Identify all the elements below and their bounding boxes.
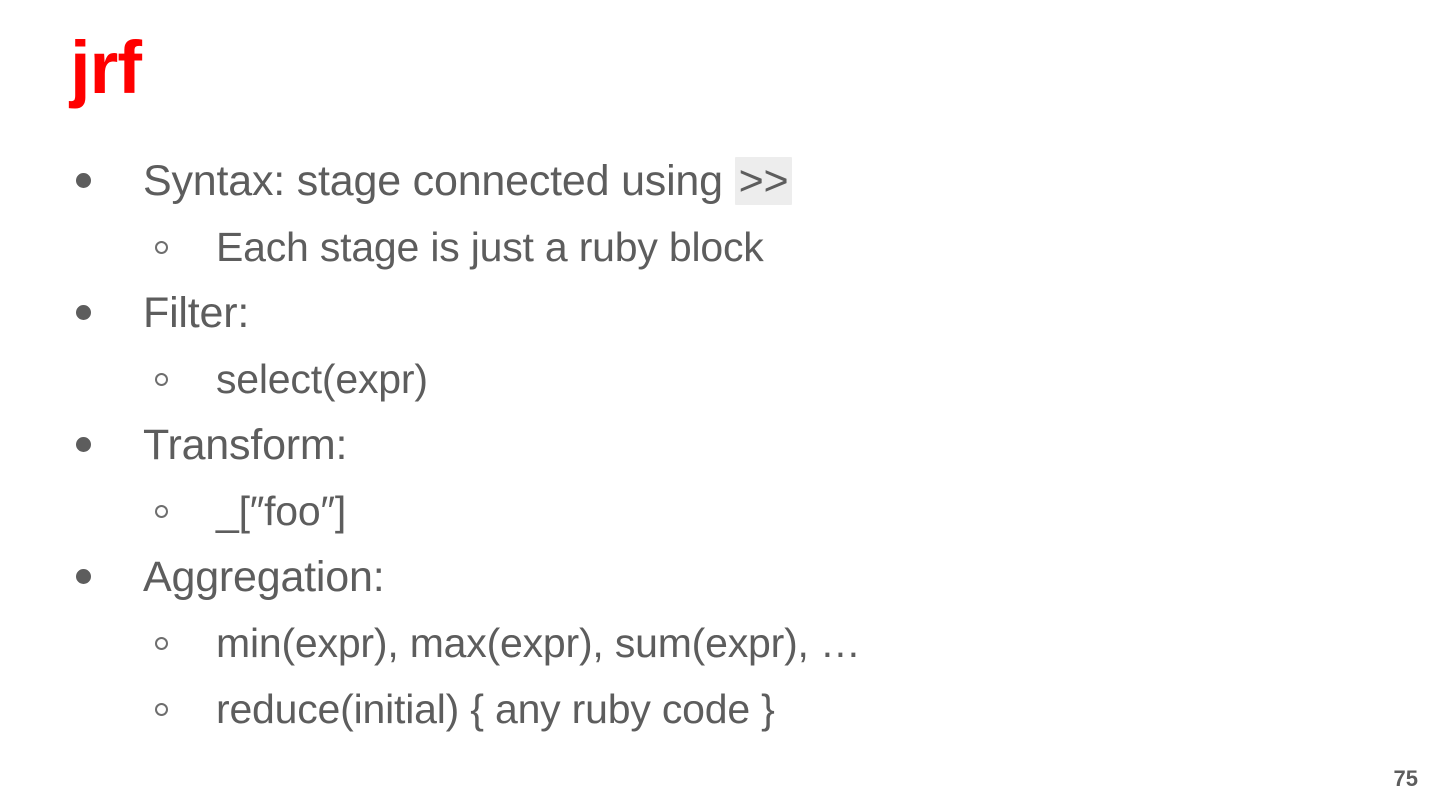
bullet-circle-icon: [70, 214, 216, 280]
bullet-disc-icon: [70, 280, 143, 346]
list-item: Transform:: [70, 412, 1370, 478]
list-item: Syntax: stage connected using >>: [70, 148, 1370, 214]
list-item-label: reduce(initial) { any ruby code }: [216, 686, 775, 732]
list-item-label: min(expr), max(expr), sum(expr), …: [216, 620, 861, 666]
list-item-text: Syntax: stage connected using: [143, 157, 735, 205]
list-item: reduce(initial) { any ruby code }: [70, 676, 1370, 742]
code-snippet: >>: [734, 157, 793, 205]
bullet-circle-icon: [70, 346, 216, 412]
list-item-label: Syntax: stage connected using >>: [143, 148, 1370, 214]
list-item-label: _[″foo″]: [216, 488, 347, 534]
list-item: _[″foo″]: [70, 478, 1370, 544]
list-item-label: Filter:: [143, 289, 250, 337]
list-item-label: Aggregation:: [143, 553, 385, 601]
bullet-circle-icon: [70, 610, 216, 676]
page-title: jrf: [70, 26, 142, 109]
list-item: min(expr), max(expr), sum(expr), …: [70, 610, 1370, 676]
list-item: select(expr): [70, 346, 1370, 412]
bullet-disc-icon: [70, 544, 143, 610]
page-number: 75: [1393, 766, 1418, 791]
list-item-label: select(expr): [216, 356, 428, 402]
list-item: Each stage is just a ruby block: [70, 214, 1370, 280]
bullet-circle-icon: [70, 478, 216, 544]
list-item: Filter:: [70, 280, 1370, 346]
list-item-label: Each stage is just a ruby block: [216, 224, 764, 270]
bullet-disc-icon: [70, 412, 143, 478]
bullet-list: Syntax: stage connected using >> Each st…: [70, 148, 1370, 742]
bullet-circle-icon: [70, 676, 216, 742]
list-item-label: Transform:: [143, 421, 348, 469]
bullet-disc-icon: [70, 148, 143, 214]
list-item: Aggregation:: [70, 544, 1370, 610]
